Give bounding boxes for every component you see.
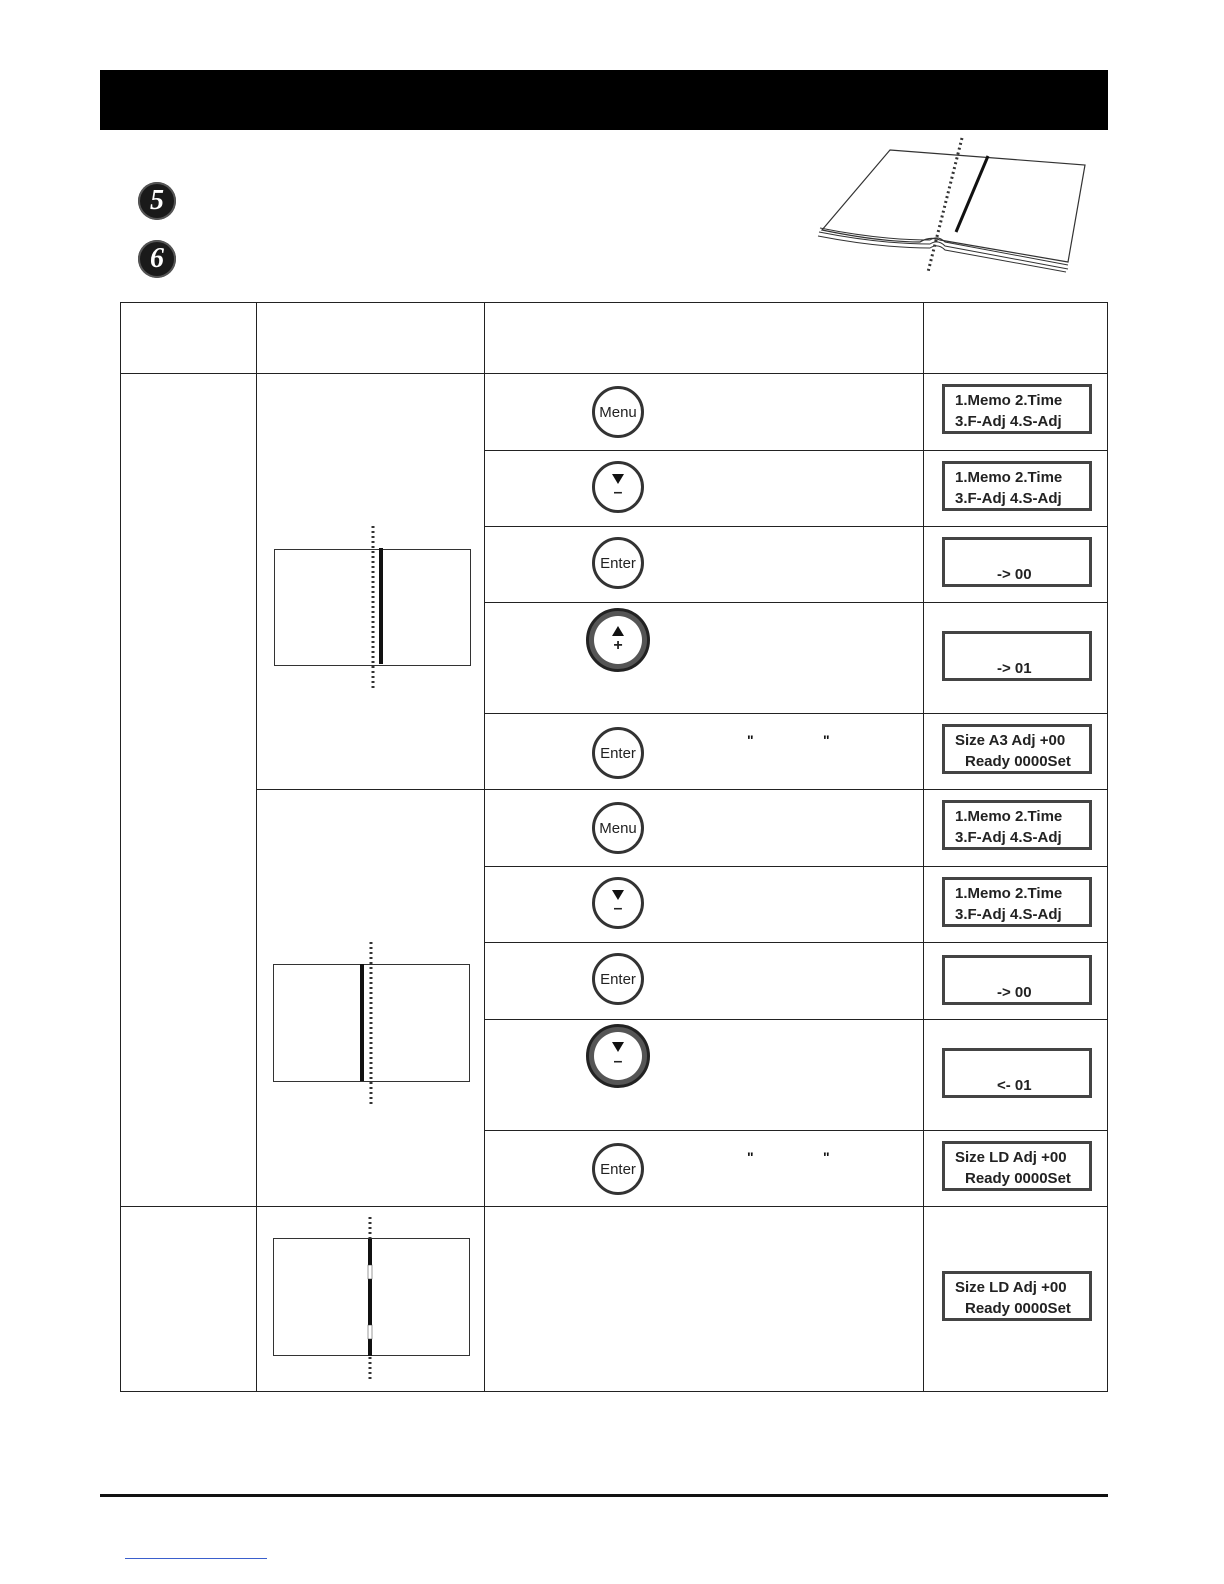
lcd-menu-select-3: 1.Memo 2.Time 3.F-Adj 4.S-Adj	[942, 877, 1092, 927]
header-cell-3	[484, 302, 924, 374]
lcd-cell: Size LD Adj +00 Ready 0000Set	[923, 1206, 1108, 1392]
fold-line-diagram-a	[371, 526, 383, 689]
lcd-value-00: -> 00	[942, 955, 1092, 1005]
action-cell: Enter " "	[484, 1130, 924, 1207]
header-cell-1	[120, 302, 257, 374]
action-cell-final	[484, 1206, 924, 1392]
case-label-cell	[120, 373, 257, 1207]
header-cell-4	[923, 302, 1108, 374]
action-cell: Menu	[484, 373, 924, 451]
action-cell: –	[484, 1019, 924, 1131]
enter-button[interactable]: Enter	[592, 727, 644, 779]
down-minus-button[interactable]: –	[586, 1024, 650, 1088]
action-cell: Enter	[484, 942, 924, 1020]
fold-line-diagram-c	[367, 1217, 373, 1380]
enter-button[interactable]: Enter	[592, 1143, 644, 1195]
header-bar	[100, 70, 1108, 130]
diagram-cell-b	[256, 789, 485, 1207]
down-minus-button[interactable]: –	[592, 877, 644, 929]
menu-button[interactable]: Menu	[592, 386, 644, 438]
lcd-cell: 1.Memo 2.Time 3.F-Adj 4.S-Adj	[923, 450, 1108, 527]
footer-rule	[100, 1494, 1108, 1497]
down-minus-button[interactable]: –	[592, 461, 644, 513]
lcd-size-ld-final: Size LD Adj +00 Ready 0000Set	[942, 1271, 1092, 1321]
action-cell: Menu	[484, 789, 924, 867]
enter-button[interactable]: Enter	[592, 953, 644, 1005]
enter-button[interactable]: Enter	[592, 537, 644, 589]
lcd-cell: 1.Memo 2.Time 3.F-Adj 4.S-Adj	[923, 373, 1108, 451]
diagram-cell-a	[256, 373, 485, 790]
diagram-cell-c	[256, 1206, 485, 1392]
lcd-value-01: -> 01	[942, 631, 1092, 681]
lcd-menu-select-1: 1.Memo 2.Time 3.F-Adj 4.S-Adj	[942, 384, 1092, 434]
action-cell: Enter " "	[484, 713, 924, 790]
lcd-cell: <- 01	[923, 1019, 1108, 1131]
lcd-cell: Size LD Adj +00 Ready 0000Set	[923, 1130, 1108, 1207]
lcd-cell: 1.Memo 2.Time 3.F-Adj 4.S-Adj	[923, 866, 1108, 943]
case-label-cell-final	[120, 1206, 257, 1392]
header-cell-2	[256, 302, 485, 374]
lcd-cell: -> 00	[923, 942, 1108, 1020]
action-cell: –	[484, 450, 924, 527]
triangle-down-icon	[612, 473, 624, 484]
fold-line-diagram-b	[360, 942, 373, 1105]
triangle-up-icon	[612, 625, 624, 636]
lcd-cell: -> 00	[923, 526, 1108, 603]
step-5-badge: 5	[138, 182, 176, 220]
up-plus-button[interactable]: +	[586, 608, 650, 672]
lcd-menu-select-3: 1.Memo 2.Time 3.F-Adj 4.S-Adj	[942, 461, 1092, 511]
triangle-down-icon	[612, 889, 624, 900]
action-cell: +	[484, 602, 924, 714]
lcd-menu-select-1: 1.Memo 2.Time 3.F-Adj 4.S-Adj	[942, 800, 1092, 850]
action-cell: Enter	[484, 526, 924, 603]
action-cell: –	[484, 866, 924, 943]
lcd-size-a3: Size A3 Adj +00 Ready 0000Set	[942, 724, 1092, 774]
lcd-value-left-01: <- 01	[942, 1048, 1092, 1098]
step-6-badge: 6	[138, 240, 176, 278]
lcd-cell: 1.Memo 2.Time 3.F-Adj 4.S-Adj	[923, 789, 1108, 867]
lcd-cell: Size A3 Adj +00 Ready 0000Set	[923, 713, 1108, 790]
lcd-cell: -> 01	[923, 602, 1108, 714]
lcd-value-00: -> 00	[942, 537, 1092, 587]
adjustment-table: Menu 1.Memo 2.Time 3.F-Adj 4.S-Adj – 1.M…	[120, 302, 1108, 1392]
footer-link-underline[interactable]	[125, 1558, 267, 1559]
triangle-down-icon	[612, 1041, 624, 1052]
lcd-size-ld: Size LD Adj +00 Ready 0000Set	[942, 1141, 1092, 1191]
menu-button[interactable]: Menu	[592, 802, 644, 854]
book-illustration	[817, 137, 1086, 273]
